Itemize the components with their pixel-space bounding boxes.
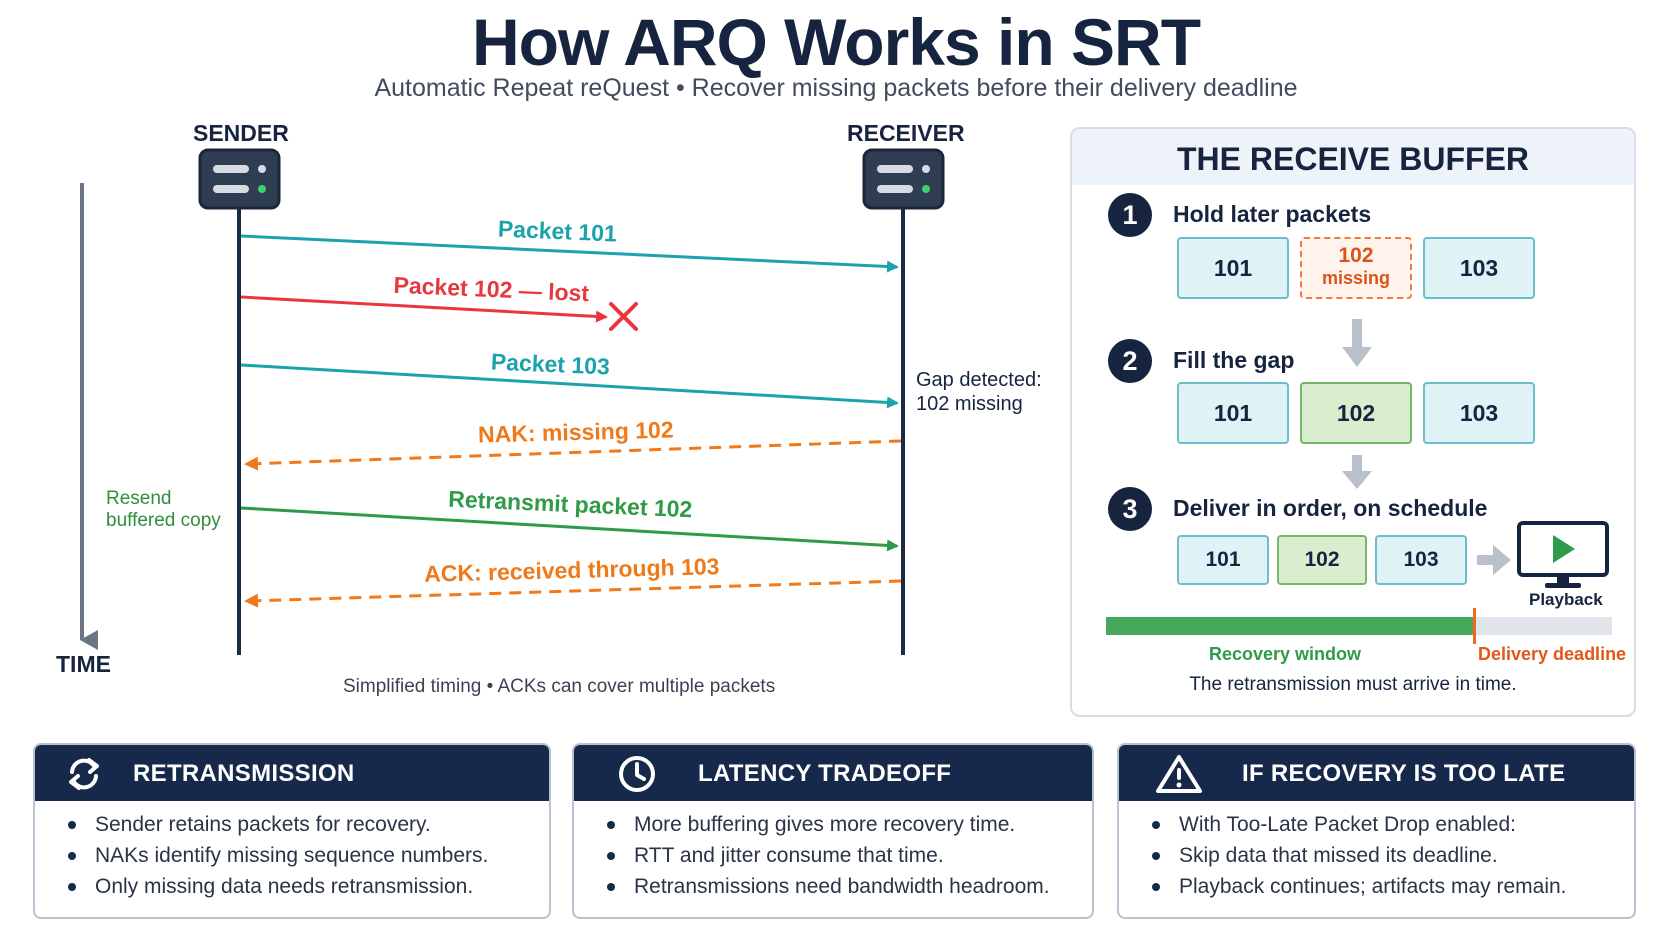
receiver-label: RECEIVER bbox=[847, 120, 965, 146]
down-arrow-icon bbox=[1342, 455, 1372, 489]
retransmit-label: Retransmit packet 102 bbox=[448, 486, 693, 523]
card-bullets: More buffering gives more recovery time.… bbox=[604, 809, 1050, 902]
list-item: Sender retains packets for recovery. bbox=[65, 809, 488, 840]
step-2-number: 2 bbox=[1108, 339, 1152, 383]
list-item: RTT and jitter consume that time. bbox=[604, 840, 1050, 871]
step-1-packet-101: 101 bbox=[1177, 237, 1289, 299]
too-late-card: IF RECOVERY IS TOO LATE With Too-Late Pa… bbox=[1117, 743, 1636, 919]
retransmission-card: RETRANSMISSION Sender retains packets fo… bbox=[33, 743, 551, 919]
list-item: More buffering gives more recovery time. bbox=[604, 809, 1050, 840]
gap-detected-line-2: 102 missing bbox=[916, 393, 1023, 415]
down-arrow-icon bbox=[1342, 319, 1372, 367]
clock-icon bbox=[619, 756, 655, 792]
recovery-window-label: Recovery window bbox=[1209, 644, 1362, 664]
sequence-diagram: Packet 101 Packet 102 — lost Packet 103 … bbox=[80, 148, 945, 655]
step-2-label: Fill the gap bbox=[1173, 347, 1295, 373]
gap-detected-note: Gap detected: 102 missing bbox=[916, 368, 1042, 416]
step-1-number: 1 bbox=[1108, 193, 1152, 237]
packet-101-label: Packet 101 bbox=[497, 215, 617, 246]
nak-arrow bbox=[244, 439, 902, 471]
resend-note: Resend buffered copy bbox=[106, 488, 221, 532]
step-2-packet-101: 101 bbox=[1177, 382, 1289, 444]
step-3-number: 3 bbox=[1108, 487, 1152, 531]
panel-header bbox=[1072, 129, 1634, 185]
step-2-packet-103: 103 bbox=[1423, 382, 1535, 444]
card-title: IF RECOVERY IS TOO LATE bbox=[1242, 760, 1566, 787]
step-3-label: Deliver in order, on schedule bbox=[1173, 495, 1488, 521]
list-item: NAKs identify missing sequence numbers. bbox=[65, 840, 488, 871]
card-title: RETRANSMISSION bbox=[133, 760, 355, 787]
lost-x-icon bbox=[609, 302, 638, 331]
right-arrow-icon bbox=[1477, 545, 1511, 575]
step-1-label: Hold later packets bbox=[1173, 201, 1372, 227]
receiver-server-icon bbox=[862, 148, 945, 210]
ack-arrow bbox=[244, 579, 902, 608]
list-item: Retransmissions need bandwidth headroom. bbox=[604, 871, 1050, 902]
list-item: Only missing data needs retransmission. bbox=[65, 871, 488, 902]
gap-detected-line-1: Gap detected: bbox=[916, 369, 1042, 391]
retransmit-arrow bbox=[240, 506, 899, 552]
card-bullets: Sender retains packets for recovery. NAK… bbox=[65, 809, 488, 902]
warning-icon bbox=[1156, 755, 1202, 793]
card-header bbox=[1119, 745, 1634, 801]
packet-102-arrow bbox=[240, 295, 608, 323]
page-subtitle: Automatic Repeat reQuest • Recover missi… bbox=[374, 74, 1298, 102]
card-bullets: With Too-Late Packet Drop enabled: Skip … bbox=[1149, 809, 1567, 902]
sender-label: SENDER bbox=[193, 120, 289, 146]
post-deadline-bar bbox=[1474, 617, 1612, 635]
step-1-packet-102-missing: 102 missing bbox=[1300, 237, 1412, 299]
refresh-icon bbox=[69, 758, 99, 790]
delivery-deadline-label: Delivery deadline bbox=[1478, 644, 1627, 664]
page-title: How ARQ Works in SRT bbox=[471, 5, 1201, 79]
card-header bbox=[574, 745, 1092, 801]
ack-label: ACK: received through 103 bbox=[424, 553, 720, 587]
step-3-packet-101: 101 bbox=[1177, 535, 1269, 585]
panel-title: THE RECEIVE BUFFER bbox=[1176, 141, 1530, 177]
packet-103-arrow bbox=[240, 363, 899, 409]
step-2-packet-102: 102 bbox=[1300, 382, 1412, 444]
list-item: With Too-Late Packet Drop enabled: bbox=[1149, 809, 1567, 840]
resend-line-2: buffered copy bbox=[106, 510, 221, 531]
list-item: Skip data that missed its deadline. bbox=[1149, 840, 1567, 871]
step-3-packet-102: 102 bbox=[1277, 535, 1367, 585]
packet-101-arrow bbox=[240, 234, 899, 273]
step-1-packet-103: 103 bbox=[1423, 237, 1535, 299]
packet-102-label: Packet 102 — lost bbox=[393, 272, 590, 307]
resend-line-1: Resend bbox=[106, 488, 172, 509]
time-label: TIME bbox=[56, 651, 111, 677]
nak-label: NAK: missing 102 bbox=[478, 416, 674, 447]
playback-monitor-icon bbox=[1517, 521, 1609, 588]
panel-footer: The retransmission must arrive in time. bbox=[1189, 674, 1517, 695]
sender-server-icon bbox=[198, 148, 281, 210]
card-header bbox=[35, 745, 549, 801]
latency-tradeoff-card: LATENCY TRADEOFF More buffering gives mo… bbox=[572, 743, 1094, 919]
packet-103-label: Packet 103 bbox=[490, 348, 610, 379]
receive-buffer-panel: THE RECEIVE BUFFER 1 Hold later packets … bbox=[1070, 127, 1636, 717]
missing-packet-id: 102 bbox=[1338, 244, 1374, 267]
recovery-window-bar bbox=[1106, 617, 1474, 635]
card-title: LATENCY TRADEOFF bbox=[698, 760, 952, 787]
timing-footnote: Simplified timing • ACKs can cover multi… bbox=[343, 676, 776, 697]
playback-label: Playback bbox=[1529, 590, 1603, 609]
missing-packet-status: missing bbox=[1321, 268, 1391, 288]
step-3-packet-103: 103 bbox=[1375, 535, 1467, 585]
delivery-deadline-marker bbox=[1473, 608, 1476, 644]
list-item: Playback continues; artifacts may remain… bbox=[1149, 871, 1567, 902]
